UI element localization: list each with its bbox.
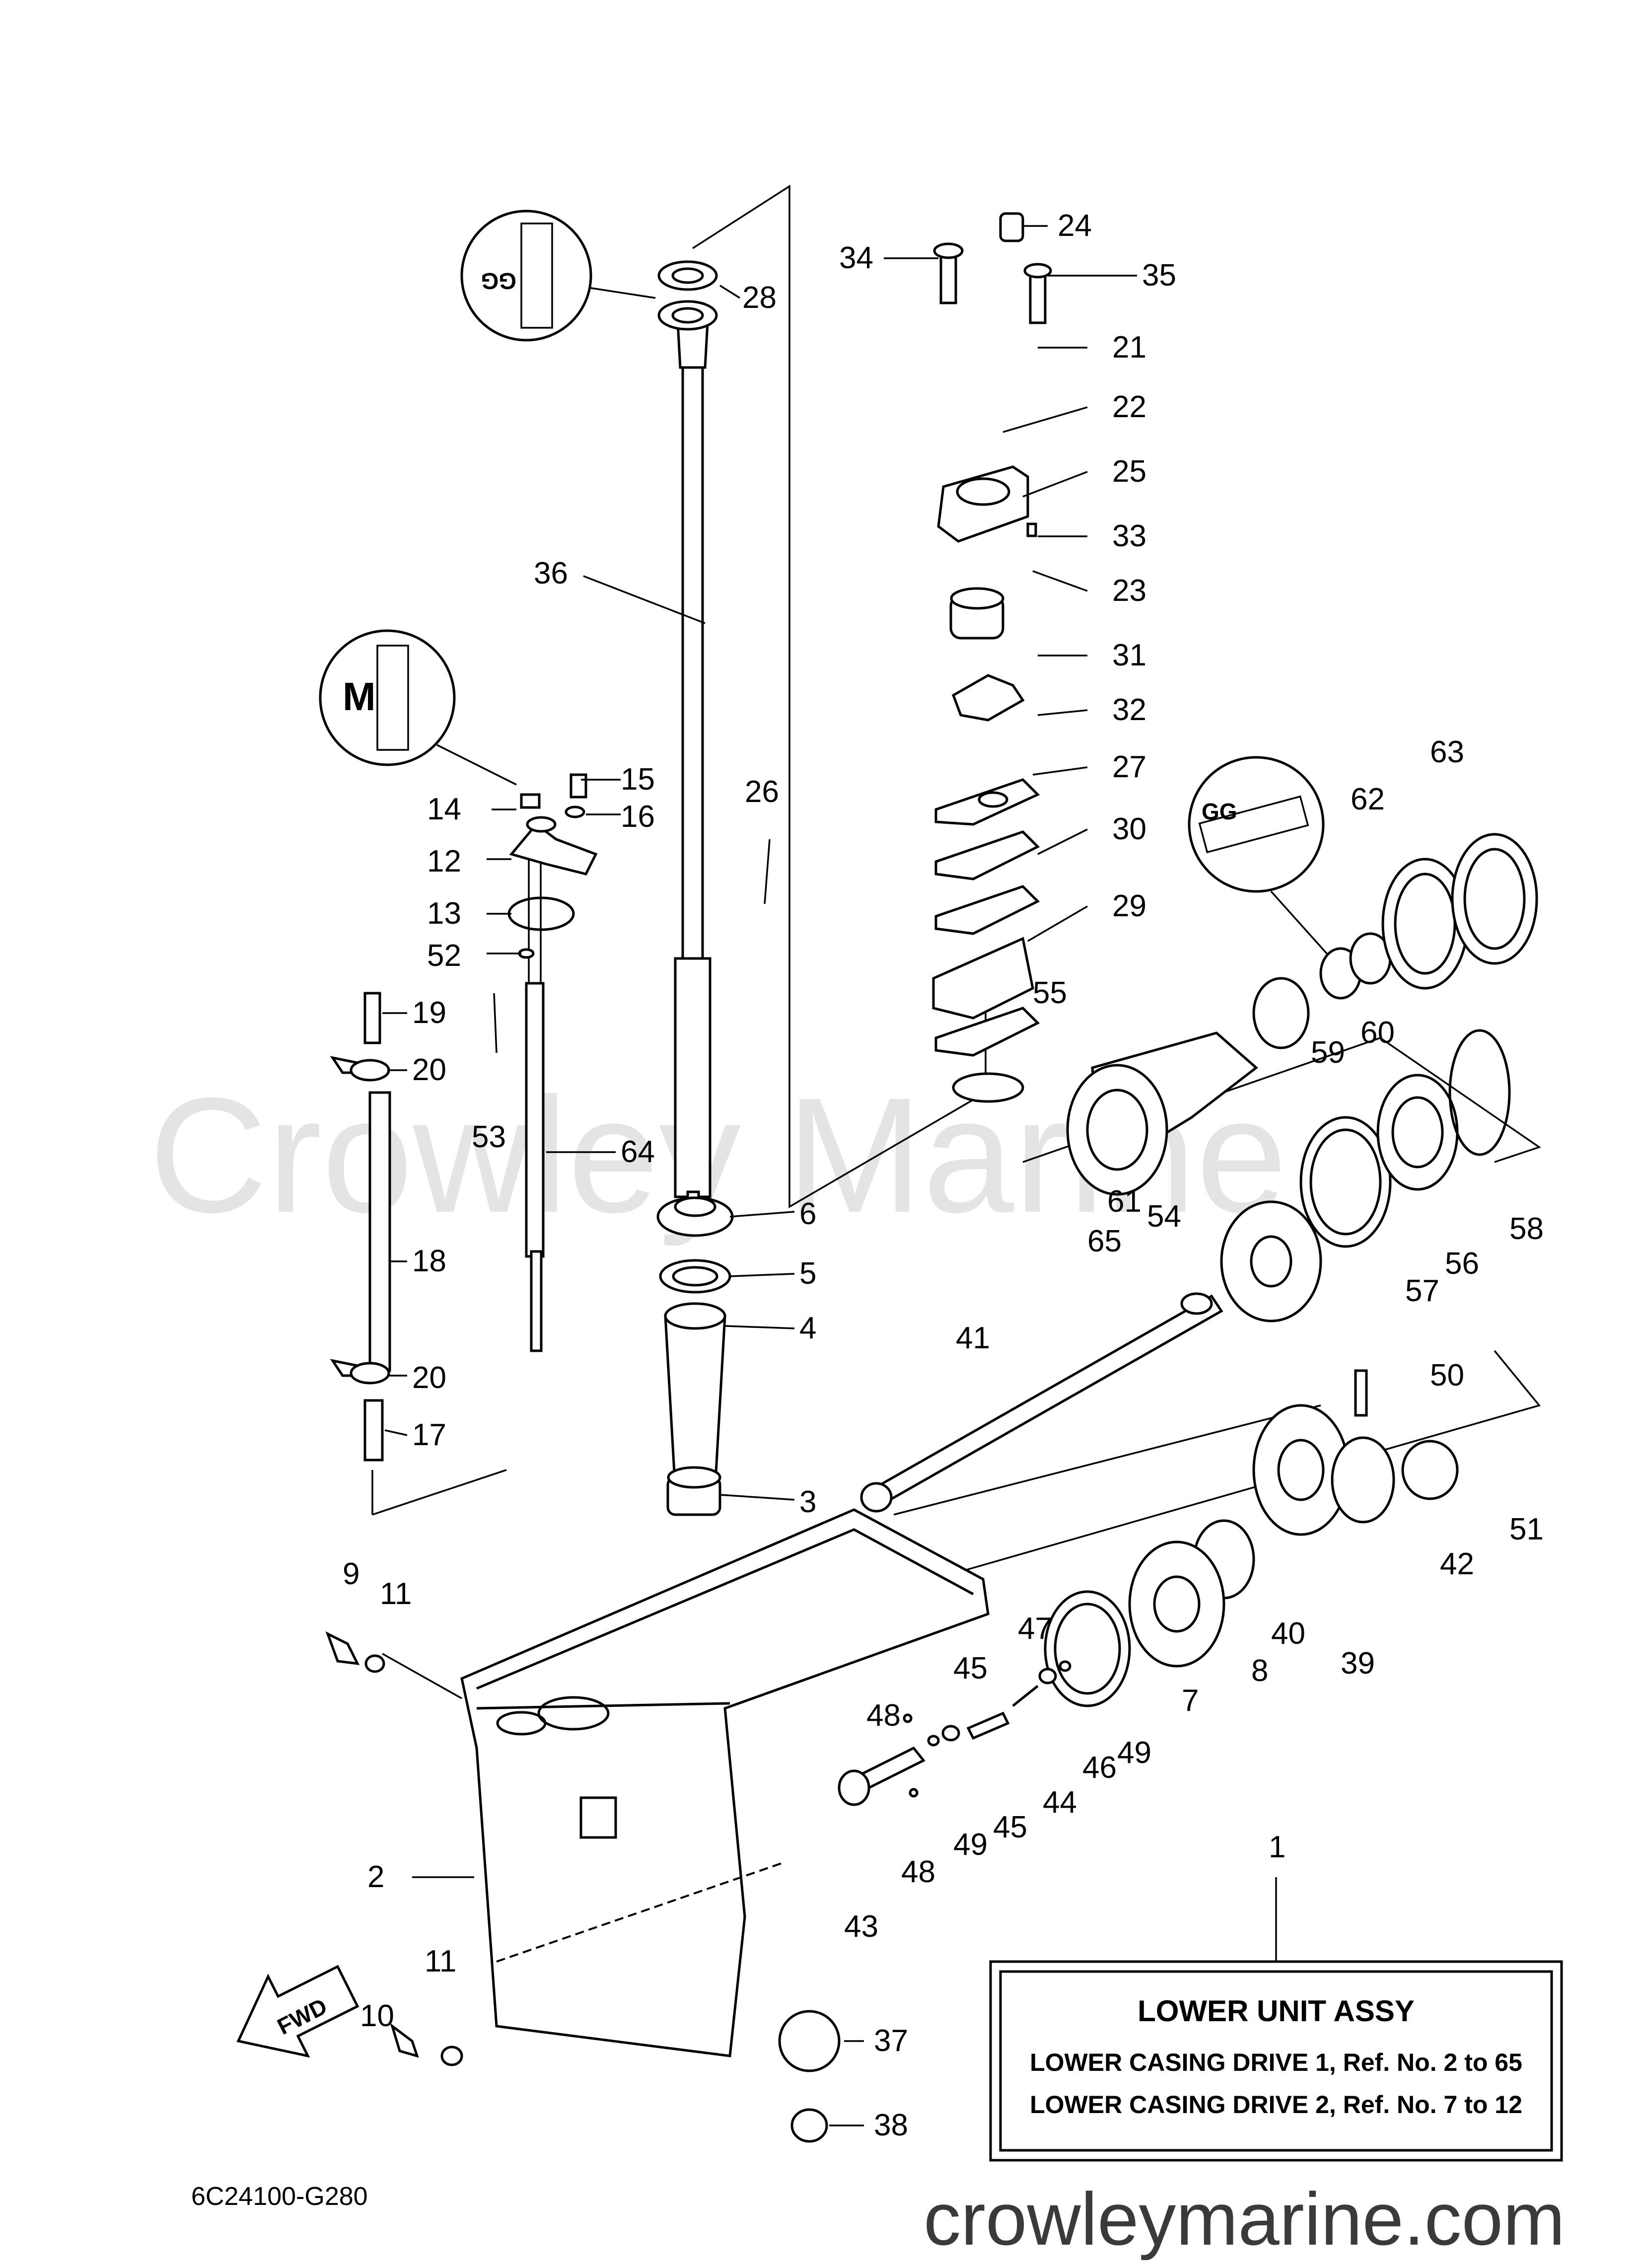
- callout-18: 18: [412, 1244, 446, 1278]
- callout-62: 62: [1351, 782, 1385, 816]
- water-pump-stack: [932, 212, 1052, 1103]
- svg-text:GG: GG: [1202, 799, 1237, 824]
- shift-plunger-parts: [838, 1660, 1071, 1806]
- svg-text:GG: GG: [481, 268, 516, 294]
- callout-19: 19: [412, 996, 446, 1030]
- sealant-detail-circle: M: [319, 629, 517, 786]
- callout-11b: 11: [425, 1944, 456, 1978]
- callout-13: 13: [427, 896, 461, 931]
- diagram-code: 6C24100-G280: [191, 2182, 368, 2211]
- svg-text:M: M: [343, 674, 376, 719]
- callout-24: 24: [1058, 209, 1092, 243]
- callout-49b: 49: [953, 1828, 988, 1862]
- grease-detail-circle-top: GG: [460, 210, 656, 342]
- callout-35: 35: [1142, 258, 1176, 293]
- lower-casing: [460, 1508, 990, 2057]
- callout-34: 34: [839, 241, 873, 275]
- callout-17: 17: [412, 1418, 446, 1452]
- callout-15: 15: [621, 762, 655, 797]
- callout-55: 55: [1033, 976, 1067, 1010]
- callout-44: 44: [1043, 1785, 1077, 1820]
- callout-1: 1: [1269, 1830, 1285, 1864]
- callout-5: 5: [799, 1256, 816, 1291]
- callout-27: 27: [1112, 750, 1146, 784]
- callout-22: 22: [1112, 390, 1146, 424]
- callout-58: 58: [1509, 1212, 1544, 1246]
- callout-7: 7: [1182, 1683, 1199, 1718]
- callout-43: 43: [844, 1909, 878, 1944]
- callout-9: 9: [343, 1557, 359, 1591]
- fwd-arrow: FWD: [236, 1965, 359, 2058]
- callout-42: 42: [1440, 1547, 1474, 1581]
- callout-47: 47: [1018, 1611, 1052, 1646]
- callout-2: 2: [367, 1860, 384, 1894]
- callout-33: 33: [1112, 519, 1146, 553]
- callout-40: 40: [1271, 1616, 1305, 1651]
- callout-30: 30: [1112, 812, 1146, 846]
- callout-21: 21: [1112, 330, 1146, 365]
- callout-32: 32: [1112, 693, 1146, 727]
- callout-45b: 45: [993, 1810, 1027, 1844]
- callout-3: 3: [799, 1485, 816, 1519]
- shift-rod: [507, 773, 598, 1352]
- gears: [778, 1200, 1459, 2143]
- callout-8: 8: [1251, 1654, 1268, 1688]
- callout-59: 59: [1311, 1035, 1345, 1070]
- callout-4: 4: [799, 1311, 816, 1345]
- callout-36: 36: [534, 556, 568, 590]
- footer-brand: crowleymarine.com: [924, 2177, 1565, 2261]
- callout-39: 39: [1341, 1646, 1375, 1681]
- callout-20a: 20: [412, 1053, 446, 1087]
- drive-shaft-bushings: [656, 1196, 734, 1516]
- legend-line-2: LOWER CASING DRIVE 2, Ref. No. 7 to 12: [1030, 2091, 1522, 2119]
- bearing-housing: [1066, 833, 1538, 1248]
- callout-41: 41: [956, 1321, 990, 1355]
- reference-lines: [371, 184, 1541, 1699]
- callout-20b: 20: [412, 1361, 446, 1395]
- callout-49a: 49: [1117, 1736, 1151, 1770]
- callout-38: 38: [874, 2108, 908, 2142]
- callout-52: 52: [427, 939, 461, 973]
- propeller-shaft: [860, 1292, 1223, 1513]
- callout-6: 6: [799, 1197, 816, 1231]
- callout-29: 29: [1112, 889, 1146, 923]
- callout-48a: 48: [866, 1698, 901, 1733]
- legend-line-1: LOWER CASING DRIVE 1, Ref. No. 2 to 65: [1030, 2049, 1522, 2076]
- callout-60: 60: [1360, 1016, 1395, 1050]
- callout-63: 63: [1430, 735, 1464, 769]
- callout-26: 26: [745, 775, 779, 809]
- callout-57: 57: [1405, 1274, 1439, 1308]
- callout-46: 46: [1082, 1751, 1117, 1785]
- callout-28: 28: [742, 281, 777, 315]
- callout-23: 23: [1112, 574, 1146, 608]
- callout-65: 65: [1087, 1224, 1122, 1258]
- callout-61: 61: [1107, 1184, 1142, 1219]
- callout-labels: 1 2 3 4 5 6 7 8 9 10 11 11 12 13 14 15 1…: [343, 209, 1544, 2142]
- callout-11a: 11: [380, 1577, 412, 1611]
- callout-51: 51: [1509, 1512, 1544, 1546]
- callout-45a: 45: [953, 1651, 988, 1685]
- oil-seals-28: [657, 260, 718, 331]
- callout-48b: 48: [901, 1855, 935, 1889]
- callout-64: 64: [621, 1135, 655, 1169]
- callout-50: 50: [1430, 1358, 1464, 1392]
- callout-56: 56: [1445, 1246, 1479, 1281]
- callout-12: 12: [427, 844, 461, 878]
- callout-54: 54: [1147, 1199, 1181, 1234]
- callout-53: 53: [472, 1120, 506, 1154]
- legend-title: LOWER UNIT ASSY: [1138, 1994, 1415, 2028]
- callout-14: 14: [427, 792, 461, 826]
- drain-plugs: [325, 1631, 463, 2066]
- water-tube: [330, 992, 391, 1462]
- drive-shaft: [674, 321, 712, 1228]
- callout-37: 37: [874, 2024, 908, 2058]
- callout-10: 10: [360, 1999, 394, 2033]
- grease-detail-circle-right: GG: [1188, 756, 1337, 964]
- callout-16: 16: [621, 800, 655, 834]
- callout-31: 31: [1112, 638, 1146, 672]
- legend-box: LOWER UNIT ASSY LOWER CASING DRIVE 1, Re…: [989, 1960, 1563, 2162]
- callout-25: 25: [1112, 454, 1146, 489]
- leader-lines: [382, 225, 1277, 2126]
